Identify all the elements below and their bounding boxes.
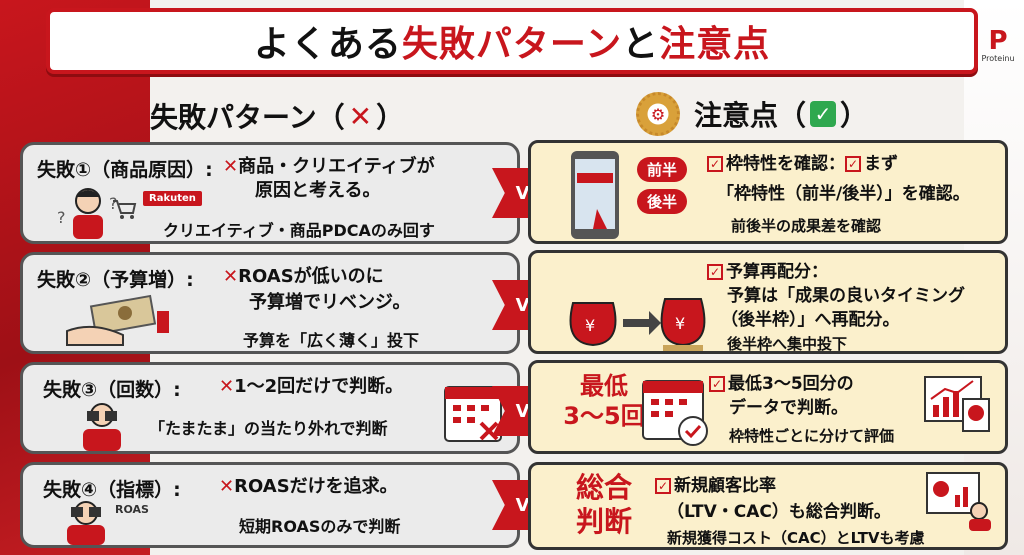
x-mark-icon: ✕ — [223, 266, 239, 287]
caution-line-1: 予算再配分： — [726, 262, 828, 282]
failure-line-1: ROASだけを追求。 — [234, 476, 398, 497]
x-mark-icon: ✕ — [219, 376, 235, 397]
failure-line-1: 1～2回だけで判断。 — [234, 376, 404, 397]
smartphone-icon — [571, 151, 619, 239]
title-highlight-caution: 注意点 — [659, 24, 771, 65]
checkmark-icon: ✓ — [810, 101, 837, 127]
binoculars-person-icon — [67, 501, 105, 545]
caution-line-2: 予算は「成果の良いタイミング — [727, 286, 965, 306]
svg-text:¥: ¥ — [675, 314, 685, 333]
caution-main-text: ✓新規顧客比率 — [655, 475, 776, 498]
x-mark-icon: ✕ — [223, 156, 239, 177]
caution-main-text: ✓予算再配分： — [707, 261, 828, 284]
caution-line-1: 最低3～5回分の — [728, 374, 854, 394]
failure-label: 失敗②（予算増）: — [37, 269, 194, 291]
failure-subtext: 「たまたま」の当たり外れで判断 — [149, 419, 388, 438]
failure-subtext: 予算を「広く薄く」投下 — [243, 331, 420, 350]
failure-label: 失敗①（商品原因）: — [37, 159, 213, 181]
failure-line-2: 原因と考える。 — [255, 180, 381, 201]
check-box-icon: ✓ — [709, 376, 725, 392]
report-chart-icon — [924, 376, 990, 432]
caution-line-2: 「枠特性（前半/後半）」を確認。 — [717, 184, 970, 204]
failure-main-text: ✕ROASが低いのに — [223, 265, 384, 289]
failure-line-1: ROASが低いのに — [238, 266, 384, 287]
failure-label: 失敗④（指標）: — [43, 479, 181, 501]
gear-icon: ⚙ — [636, 92, 680, 136]
caution-line-3: （後半枠）」へ再配分。 — [721, 310, 900, 330]
failure-main-text: ✕商品・クリエイティブが — [223, 155, 435, 179]
failure-subtext: クリエイティブ・商品PDCAのみ回す — [163, 221, 435, 240]
check-box-icon: ✓ — [845, 156, 861, 172]
calendar-check-icon — [642, 380, 708, 446]
caution-subtext: 前後半の成果差を確認 — [731, 217, 882, 235]
calendar-x-icon — [444, 386, 502, 442]
caution-row-1: 前半 後半 ✓枠特性を確認：✓まず 「枠特性（前半/後半）」を確認。 前後半の成… — [528, 140, 1008, 244]
check-box-icon: ✓ — [707, 156, 723, 172]
money-bag-transfer-icon: ¥ ¥ — [569, 298, 706, 351]
failure-line-2: 予算増でリベンジ。 — [249, 292, 411, 313]
heading-failure-end: ） — [376, 101, 405, 134]
brand-name: Proteinu — [981, 54, 1015, 63]
failure-main-text: ✕1～2回だけで判断。 — [219, 375, 403, 399]
brand-logo-mark: P — [988, 26, 1008, 56]
caution-line-2: データで判断。 — [729, 398, 848, 418]
minimum-count-highlight: 最低 3～5回 — [559, 371, 649, 431]
caution-subtext: 枠特性ごとに分けて評価 — [729, 427, 895, 445]
binoculars-person-icon — [83, 403, 121, 451]
svg-text:?: ? — [109, 194, 118, 213]
title-highlight-failure: 失敗パターン — [401, 24, 623, 65]
caution-line-1: 枠特性を確認： — [726, 154, 845, 174]
failure-subtext: 短期ROASのみで判断 — [239, 517, 401, 536]
check-box-icon: ✓ — [655, 478, 671, 494]
x-mark-icon: ✕ — [348, 99, 373, 133]
second-half-pill: 後半 — [637, 189, 688, 214]
heading-caution-end: ） — [840, 99, 869, 132]
caution-subtext: 新規獲得コスト（CAC）とLTVも考慮 — [667, 529, 925, 547]
caution-line-1: 新規顧客比率 — [674, 476, 776, 496]
rakuten-badge: Rakuten — [143, 191, 202, 206]
failure-main-text: ✕ROASだけを追求。 — [219, 475, 398, 499]
caution-row-2: ¥ ¥ ✓予算再配分： 予算は「成果の良いタイミング （後半枠）」へ再配分。 後… — [528, 250, 1008, 354]
title-connector: と — [622, 24, 660, 65]
caution-subtext: 後半枠へ集中投下 — [727, 335, 848, 353]
failure-row-1: 失敗①（商品原因）: ✕商品・クリエイティブが 原因と考える。 クリエイティブ・… — [20, 142, 520, 244]
failure-row-3: 失敗③（回数）: ✕1～2回だけで判断。 「たまたま」の当たり外れで判断 — [20, 362, 520, 454]
highlight-line-1: 総合 — [575, 471, 632, 504]
page-title: よくある 失敗パターン と 注意点 — [46, 8, 978, 74]
highlight-line-2: 判断 — [575, 505, 632, 538]
failure-row-4: 失敗④（指標）: ✕ROASだけを追求。 短期ROASのみで判断 ROAS — [20, 462, 520, 548]
x-mark-icon: ✕ — [219, 476, 235, 497]
cart-icon — [113, 200, 137, 219]
roas-tag: ROAS — [115, 503, 149, 516]
highlight-line-2: 3～5回 — [563, 402, 645, 430]
caution-line-1b: まず — [864, 154, 898, 174]
heading-failure-patterns: 失敗パターン（ ✕ ） — [150, 96, 404, 136]
caution-line-2: （LTV・CAC）も総合判断。 — [667, 502, 891, 522]
title-prefix: よくある — [253, 24, 402, 65]
highlight-line-1: 最低 — [580, 372, 628, 400]
thinking-person-icon: ? ? — [57, 188, 118, 239]
heading-caution-points: ⚙ 注意点（ ✓ ） — [636, 92, 868, 136]
analyst-dashboard-icon — [926, 472, 991, 531]
caution-main-text: ✓最低3～5回分の — [709, 373, 854, 396]
check-box-icon: ✓ — [707, 264, 723, 280]
brand-logo: P Proteinu — [976, 28, 1020, 63]
yen-symbol: ¥ — [585, 316, 595, 335]
overall-judgment-highlight: 総合 判断 — [559, 471, 649, 539]
failure-line-1: 商品・クリエイティブが — [238, 156, 435, 177]
heading-failure-text: 失敗パターン（ — [150, 101, 345, 134]
failure-row-2: 失敗②（予算増）: ✕ROASが低いのに 予算増でリベンジ。 予算を「広く薄く」… — [20, 252, 520, 354]
svg-text:?: ? — [57, 208, 66, 227]
failure-label: 失敗③（回数）: — [43, 379, 181, 401]
caution-row-4: 総合 判断 ✓新規顧客比率 （LTV・CAC）も総合判断。 新規獲得コスト（CA… — [528, 462, 1008, 550]
heading-caution-text: 注意点（ — [694, 99, 807, 132]
caution-main-text: ✓枠特性を確認：✓まず — [707, 153, 898, 176]
caution-row-3: 最低 3～5回 ✓最低3～5回分の データで判断。 枠特性ごとに分けて評価 — [528, 360, 1008, 454]
money-hand-icon — [66, 294, 169, 346]
first-half-pill: 前半 — [637, 157, 688, 182]
